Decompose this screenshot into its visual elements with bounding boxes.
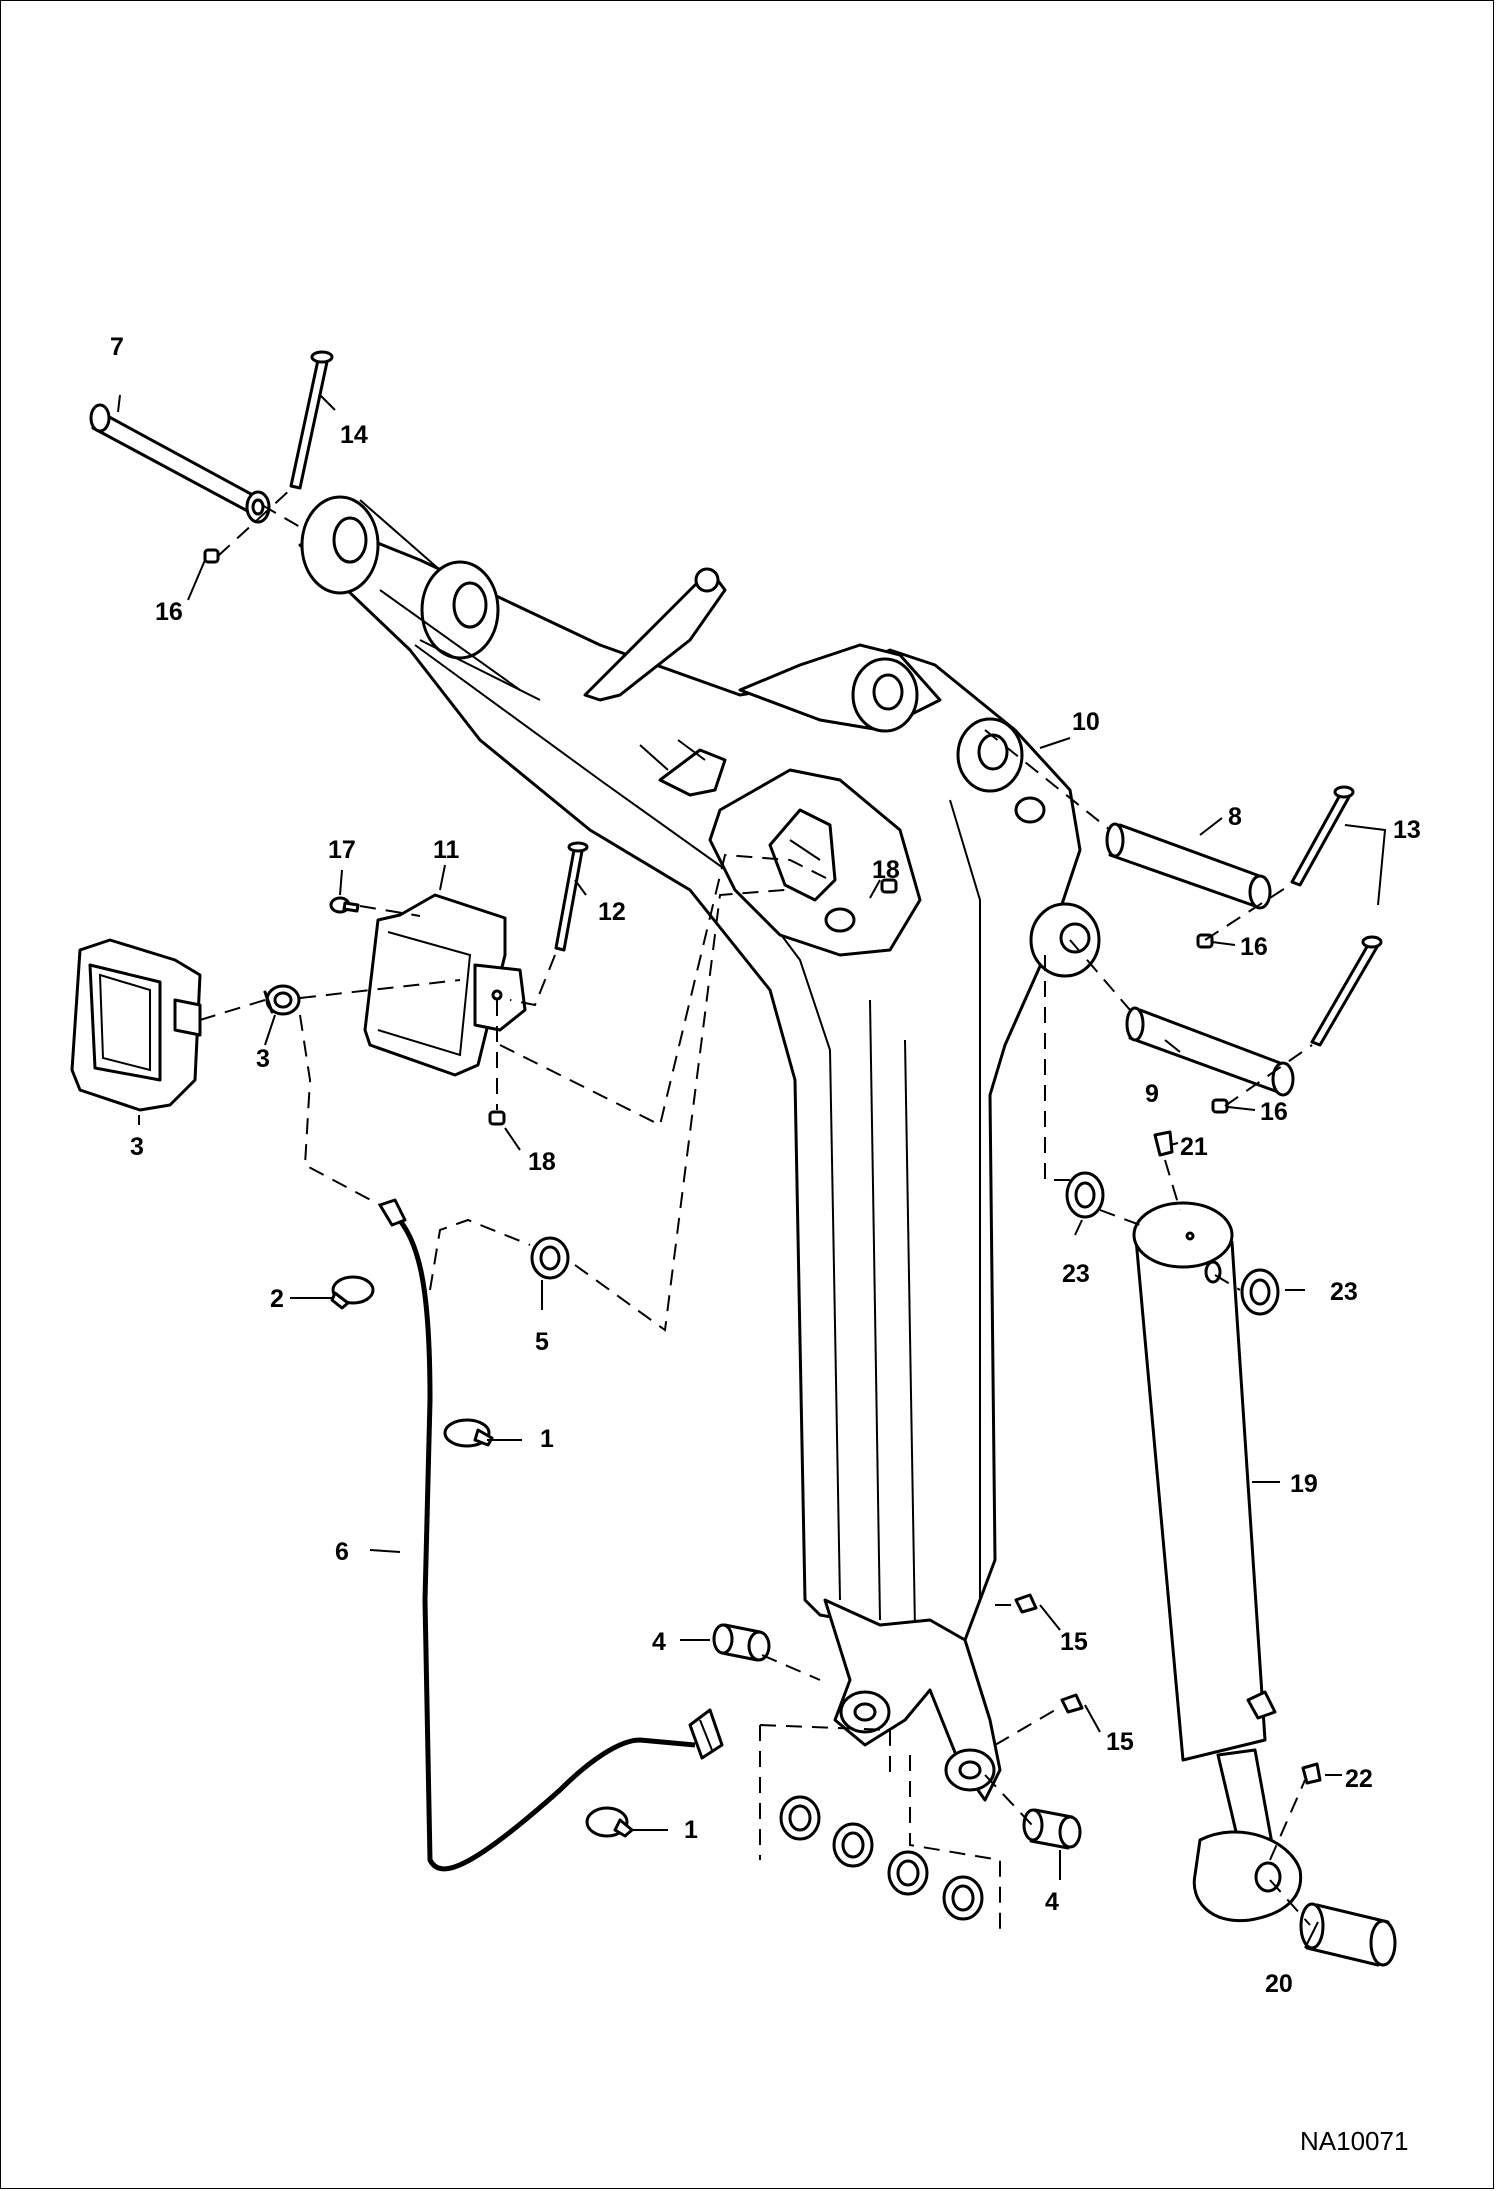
bushing-4-upper (712, 1623, 771, 1662)
leader-lines (117, 394, 1342, 1949)
callout-12: 12 (598, 898, 626, 926)
grease-fitting-22 (1301, 1762, 1322, 1785)
callout-11: 11 (433, 836, 460, 864)
callout-14: 14 (340, 421, 368, 449)
callout-4-upper: 4 (652, 1628, 666, 1656)
clip-2 (330, 1275, 375, 1310)
callout-18-upper: 18 (872, 856, 900, 884)
clip-1-lower (585, 1806, 634, 1838)
callout-13: 13 (1393, 816, 1421, 844)
work-light-3 (70, 938, 202, 1112)
bolt-17 (329, 896, 360, 914)
bracket-11 (363, 893, 527, 1077)
callout-1-upper: 1 (540, 1425, 554, 1453)
callout-5: 5 (535, 1328, 549, 1356)
clip-1-upper (443, 1418, 494, 1448)
callout-1-lower: 1 (684, 1816, 698, 1844)
callout-23-left: 23 (1062, 1260, 1090, 1288)
shims (779, 1795, 984, 1921)
callout-16-top: 16 (155, 598, 183, 626)
grease-fitting-15b (1060, 1693, 1084, 1714)
assembly-centerlines (199, 487, 1313, 1935)
grease-fitting-15a (1014, 1593, 1038, 1614)
callout-8: 8 (1228, 803, 1242, 831)
callout-22: 22 (1345, 1765, 1373, 1793)
arm-assembly (298, 495, 1101, 1802)
harness-6 (378, 1198, 724, 1872)
bolts-13 (1290, 785, 1387, 1047)
bolt-12 (554, 841, 589, 952)
callout-6: 6 (335, 1538, 349, 1566)
callout-20: 20 (1265, 1970, 1293, 1998)
nut-18-lower (488, 1110, 506, 1126)
callout-9: 9 (1145, 1080, 1159, 1108)
grease-fitting-21 (1153, 1130, 1174, 1157)
nut-16-b (1211, 1098, 1229, 1114)
bulb-socket-3 (263, 984, 301, 1016)
pin-8 (1105, 822, 1272, 910)
callout-21: 21 (1180, 1133, 1208, 1161)
grommet-5 (530, 1236, 570, 1280)
callout-16-mid: 16 (1240, 933, 1268, 961)
callout-3-light: 3 (130, 1133, 144, 1161)
washer-23a (1065, 1171, 1105, 1219)
cylinder-19 (1132, 1201, 1303, 1923)
nut-16-top (203, 548, 220, 564)
pin-7 (89, 403, 271, 524)
callout-16-low: 16 (1260, 1098, 1288, 1126)
callout-labels: 7 14 16 10 8 13 16 9 16 21 23 23 19 22 2… (110, 333, 1421, 1998)
callout-15-lower: 15 (1106, 1728, 1134, 1756)
callout-7: 7 (110, 333, 124, 361)
bushing-4-lower (1022, 1808, 1082, 1850)
pin-20 (1299, 1902, 1397, 1967)
callout-17: 17 (328, 836, 356, 864)
figure-id: NA10071 (1300, 2126, 1408, 2156)
washer-23b (1240, 1268, 1280, 1316)
callout-2: 2 (270, 1285, 284, 1313)
pin-9 (1125, 1006, 1295, 1097)
bolt-14 (289, 350, 334, 490)
callout-4-lower: 4 (1045, 1888, 1059, 1916)
callout-15-upper: 15 (1060, 1628, 1088, 1656)
callout-23-right: 23 (1330, 1278, 1358, 1306)
callout-19: 19 (1290, 1470, 1318, 1498)
callout-3-socket: 3 (256, 1045, 270, 1073)
callout-18-lower: 18 (528, 1148, 556, 1176)
callout-10: 10 (1072, 708, 1100, 736)
nut-18-upper (880, 878, 898, 894)
